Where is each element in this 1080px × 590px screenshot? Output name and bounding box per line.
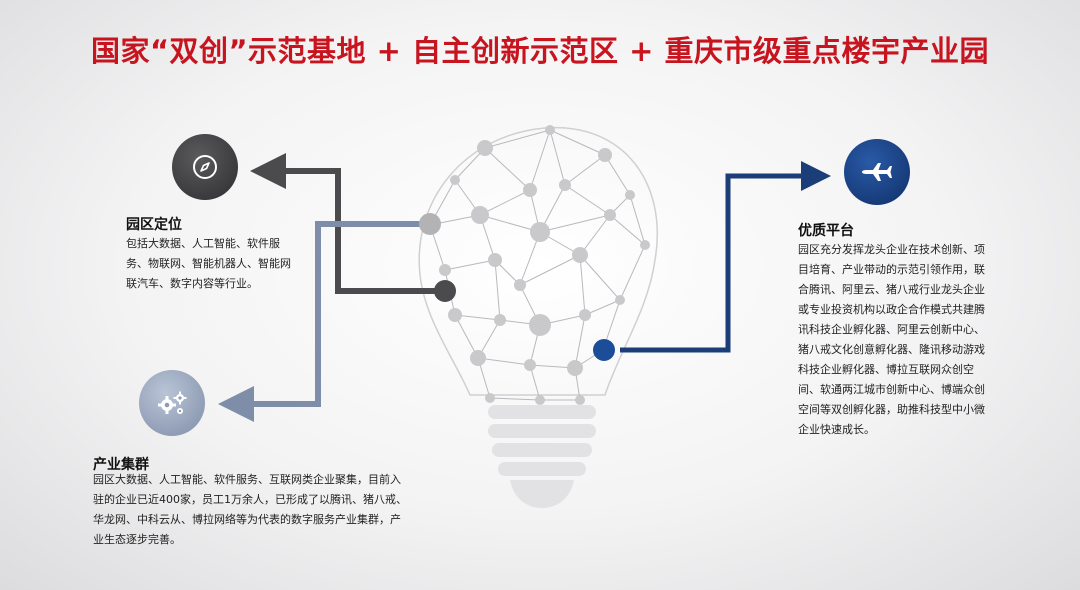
- positioning-title: 园区定位: [126, 217, 182, 233]
- platform-title: 优质平台: [798, 223, 854, 239]
- bulb-base: [488, 405, 596, 508]
- airplane-icon: [862, 163, 892, 181]
- platform-body: 园区充分发挥龙头企业在技术创新、项目培育、产业带动的示范引领作用，联合腾讯、阿里…: [798, 243, 985, 436]
- connector-platform: [593, 161, 831, 361]
- network-nodes: [439, 125, 650, 405]
- cluster-icon-circle: [139, 370, 205, 436]
- gears-icon: [158, 391, 187, 414]
- positioning-body: 包括大数据、人工智能、软件服务、物联网、智能机器人、智能网联汽车、数字内容等行业…: [126, 237, 291, 290]
- platform-icon-circle: [844, 139, 910, 205]
- connector-cluster: [218, 213, 441, 422]
- connector-positioning: [250, 153, 456, 302]
- cluster-title: 产业集群: [93, 457, 149, 473]
- positioning-icon-circle: [172, 134, 238, 200]
- page-title: 国家“双创”示范基地 + 自主创新示范区 + 重庆市级重点楼宇产业园: [90, 34, 990, 68]
- network-lines: [429, 129, 646, 401]
- cluster-body: 园区大数据、人工智能、软件服务、互联网类企业聚集，目前入驻的企业已近400家，员…: [93, 473, 407, 546]
- compass-icon: [193, 155, 217, 179]
- bulb-glass: [418, 126, 659, 396]
